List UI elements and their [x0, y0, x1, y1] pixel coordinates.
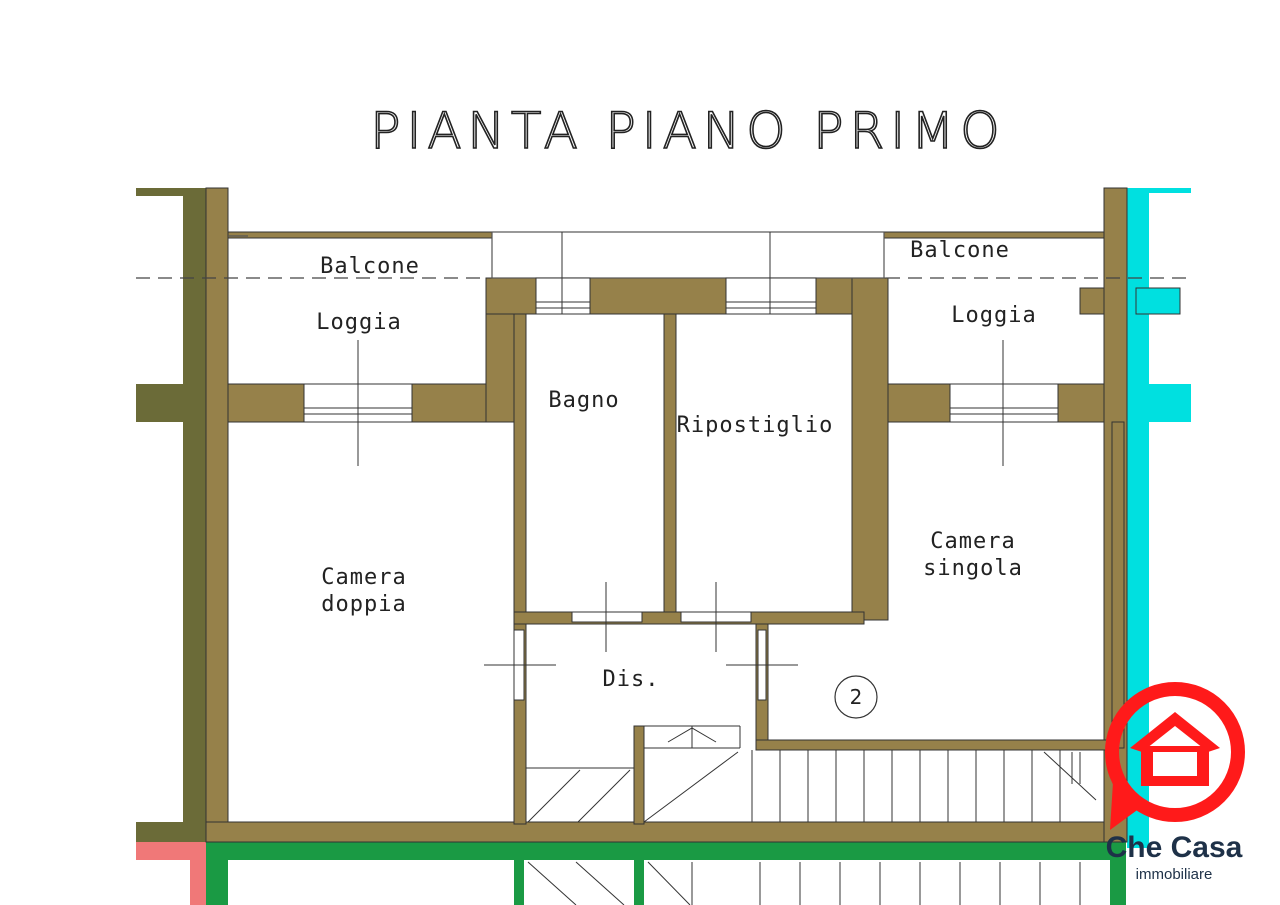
cross-markers: [357, 232, 1004, 666]
logo-subtitle: immobiliare: [1136, 866, 1213, 883]
logo-ring-icon: [1105, 682, 1245, 822]
label-balcone-left: Balcone: [320, 254, 420, 279]
logo-roof-icon: [1130, 712, 1220, 752]
unit-number: 2: [850, 685, 863, 709]
label-ripostiglio: Ripostiglio: [677, 413, 834, 438]
label-balcone-right: Balcone: [910, 238, 1010, 263]
che-casa-logo: Che Casa immobiliare: [1105, 682, 1245, 883]
windows: [303, 277, 1059, 423]
stairs: [526, 725, 1097, 905]
label-camera-singola-line2: singola: [923, 556, 1023, 581]
label-loggia-left: Loggia: [316, 310, 401, 335]
walls: [205, 187, 1128, 843]
logo-name: Che Casa: [1106, 831, 1243, 864]
label-camera-doppia-line2: doppia: [321, 592, 406, 617]
label-bagno: Bagno: [548, 388, 619, 413]
label-camera-singola-line1: Camera: [930, 529, 1015, 554]
plan-title: PIANTA PIANO PRIMO: [370, 102, 1005, 160]
label-camera-doppia-line1: Camera: [321, 565, 406, 590]
label-disimpegno: Dis.: [603, 667, 660, 692]
unit-number-circle: [834, 675, 878, 719]
balcony-outline: [228, 231, 885, 279]
label-loggia-right: Loggia: [951, 303, 1036, 328]
neighbor-walls: [136, 188, 1191, 905]
logo-pointer-icon: [1110, 782, 1140, 830]
